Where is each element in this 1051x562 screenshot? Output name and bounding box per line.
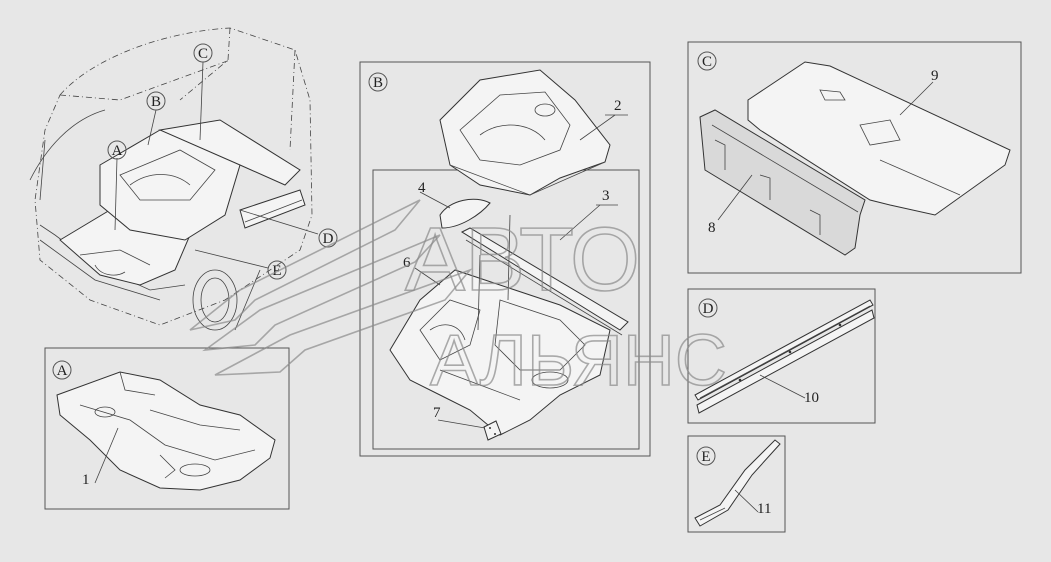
part-number-6: 6 [403, 255, 411, 271]
part-number-2: 2 [614, 98, 622, 114]
part-number-11: 11 [757, 501, 771, 517]
vehicle-body-outline [29, 27, 319, 331]
svg-text:B: B [373, 75, 383, 91]
callout-d: D [318, 228, 338, 248]
svg-text:D: D [703, 301, 714, 317]
panel-e: E 11 [687, 435, 786, 533]
svg-text:A: A [57, 363, 68, 379]
part-number-7: 7 [433, 405, 441, 421]
callout-a: A [107, 140, 127, 160]
panel-d: D 10 [687, 288, 876, 424]
svg-text:C: C [198, 46, 208, 62]
svg-text:C: C [702, 54, 712, 70]
watermark-text-line1: АВТО [405, 210, 640, 310]
watermark-logo: АВТО АЛЬЯНС [189, 199, 728, 402]
part-number-4: 4 [418, 180, 426, 196]
part-number-1: 1 [82, 472, 90, 488]
svg-text:A: A [112, 143, 123, 159]
callout-c: C [193, 43, 213, 63]
part-number-9: 9 [931, 68, 939, 84]
watermark-text-line2: АЛЬЯНС [430, 321, 727, 401]
part-number-3: 3 [602, 188, 610, 204]
panel-a: A 1 [44, 347, 290, 510]
part-number-10: 10 [804, 390, 819, 406]
svg-text:E: E [701, 449, 710, 465]
part-number-8: 8 [708, 220, 716, 236]
panel-c: C 9 8 [687, 41, 1022, 274]
callout-b: B [146, 91, 166, 111]
svg-text:D: D [323, 231, 334, 247]
svg-text:B: B [151, 94, 161, 110]
panel-b: B 2 4 3 6 7 [359, 61, 651, 457]
